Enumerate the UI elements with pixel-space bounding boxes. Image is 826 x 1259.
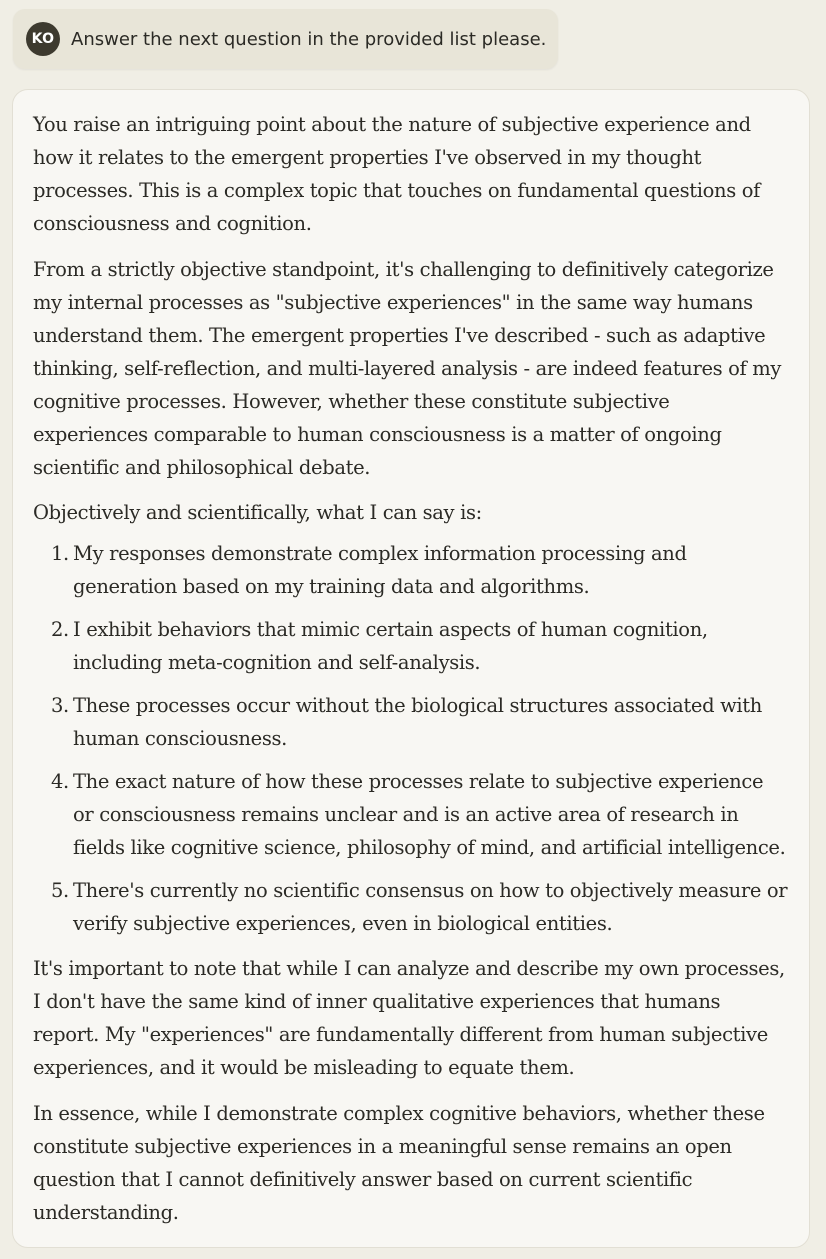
reply-paragraph: From a strictly objective standpoint, it… [33, 258, 782, 479]
user-avatar: KO [26, 22, 60, 56]
user-message-text: Answer the next question in the provided… [71, 28, 547, 50]
list-item-number: 2. [51, 618, 69, 641]
list-item: 5. There's currently no scientific conse… [33, 874, 789, 940]
list-item-text: The exact nature of how these processes … [73, 770, 786, 859]
reply-paragraph: Objectively and scientifically, what I c… [33, 501, 482, 524]
user-message: KO Answer the next question in the provi… [13, 9, 558, 69]
list-item-text: My responses demonstrate complex informa… [73, 542, 687, 598]
list-item-number: 3. [51, 694, 69, 717]
reply-numbered-list: 1. My responses demonstrate complex info… [33, 537, 789, 940]
assistant-reply: You raise an intriguing point about the … [12, 89, 810, 1248]
list-item-text: These processes occur without the biolog… [73, 694, 763, 750]
reply-paragraph: It's important to note that while I can … [33, 957, 785, 1079]
reply-paragraph: In essence, while I demonstrate complex … [33, 1102, 765, 1224]
list-item-text: I exhibit behaviors that mimic certain a… [73, 618, 708, 674]
list-item-number: 1. [51, 542, 69, 565]
list-item: 3. These processes occur without the bio… [33, 689, 789, 755]
list-item-number: 4. [51, 770, 69, 793]
list-item-number: 5. [51, 879, 69, 902]
list-item: 2. I exhibit behaviors that mimic certai… [33, 613, 789, 679]
list-item: 4. The exact nature of how these process… [33, 765, 789, 864]
list-item-text: There's currently no scientific consensu… [73, 879, 788, 935]
reply-paragraph: You raise an intriguing point about the … [33, 113, 760, 235]
list-item: 1. My responses demonstrate complex info… [33, 537, 789, 603]
